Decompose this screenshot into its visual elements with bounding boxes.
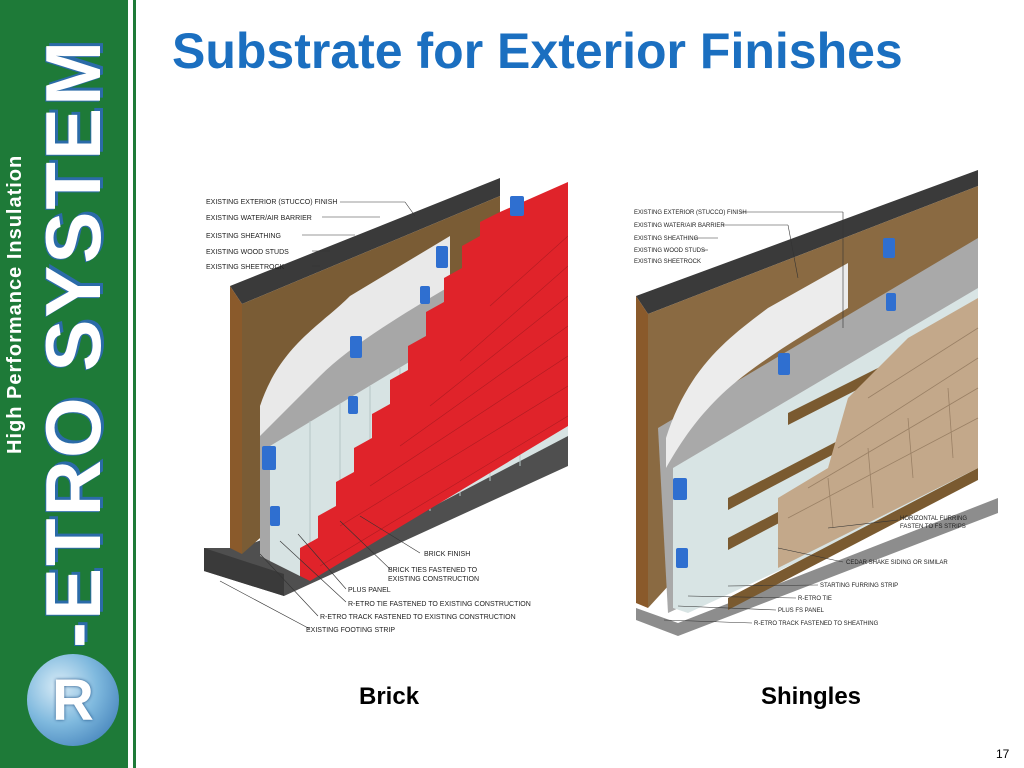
logo-word: -ETRO SYSTEM (29, 38, 117, 648)
callout-shingles-top-1: EXISTING EXTERIOR (STUCCO) FINISH (634, 210, 747, 216)
page-number: 17 (996, 747, 1010, 761)
callout-shingles-top-5: EXISTING SHEETROCK (634, 259, 701, 265)
water-air-barrier (666, 263, 848, 468)
callout-shingles-bottom-1: HORIZONTAL FURRING (900, 516, 967, 522)
callout-brick-bottom-6: R-ETRO TRACK FASTENED TO EXISTING CONSTR… (320, 614, 516, 621)
brick-caption: Brick (359, 683, 420, 710)
brick-finish (300, 182, 568, 581)
bottom-leaders (219, 515, 421, 630)
callout-shingles-bottom-5: R-ETRO TIE (798, 596, 832, 602)
brick-illustration: EXISTING EXTERIOR (STUCCO) FINISH EXISTI… (204, 178, 568, 634)
brick-diagram: EXISTING EXTERIOR (STUCCO) FINISH EXISTI… (200, 176, 568, 656)
globe-icon: R (27, 654, 119, 746)
logo-tagline: High Performance Insulation (4, 154, 26, 454)
footing-front (204, 548, 284, 596)
stud-edge (636, 296, 648, 608)
logo-wordmark: R -ETRO SYSTEM (27, 14, 119, 754)
cedar-shake-siding (778, 298, 978, 568)
callout-shingles-top-3: EXISTING SHEATHING (634, 236, 699, 242)
shingles-diagram: EXISTING EXTERIOR (STUCCO) FINISH EXISTI… (628, 168, 998, 638)
callout-brick-bottom-2: BRICK TIES FASTENED TO (388, 567, 478, 574)
slide-title: Substrate for Exterior Finishes (172, 23, 903, 79)
callout-brick-top-5: EXISTING SHEETROCK (206, 264, 285, 271)
callout-brick-top-2: EXISTING WATER/AIR BARRIER (206, 215, 312, 222)
stud-edge (230, 286, 242, 554)
brick-joints (319, 235, 568, 567)
callout-brick-bottom-7: EXISTING FOOTING STRIP (306, 627, 395, 634)
callout-brick-bottom-4: PLUS PANEL (348, 587, 391, 594)
retro-ties (673, 238, 896, 568)
callout-shingles-bottom-2: FASTEN TO FS STRIPS (900, 524, 966, 530)
callout-brick-bottom-5: R-ETRO TIE FASTENED TO EXISTING CONSTRUC… (348, 601, 531, 608)
top-plate (230, 178, 500, 304)
top-plate (636, 170, 978, 314)
callout-shingles-bottom-6: PLUS FS PANEL (778, 608, 825, 614)
callout-brick-bottom-1: BRICK FINISH (424, 551, 470, 558)
retro-ties (262, 196, 524, 526)
top-leaders (694, 211, 844, 328)
sidebar-green-band (0, 0, 128, 768)
logo-prefix: R (52, 667, 94, 733)
callout-brick-bottom-3: EXISTING CONSTRUCTION (388, 576, 479, 583)
callout-shingles-top-2: EXISTING WATER/AIR BARRIER (634, 223, 725, 229)
bottom-leaders (663, 519, 899, 624)
retro-system-logo: High Performance Insulation R -ETRO SYST… (4, 14, 124, 754)
callout-brick-top-4: EXISTING WOOD STUDS (206, 249, 289, 256)
sidebar-stripe (133, 0, 136, 768)
callout-shingles-bottom-4: STARTING FURRING STRIP (820, 583, 898, 589)
top-leaders (302, 201, 416, 267)
callout-shingles-bottom-7: R-ETRO TRACK FASTENED TO SHEATHING (754, 621, 879, 627)
brand-sidebar: High Performance Insulation R -ETRO SYST… (0, 0, 148, 768)
base-track (636, 498, 998, 636)
shingle-joints (787, 327, 979, 529)
callout-brick-top-3: EXISTING SHEATHING (206, 233, 281, 240)
callout-brick-top-1: EXISTING EXTERIOR (STUCCO) FINISH (206, 199, 337, 206)
callout-shingles-top-4: EXISTING WOOD STUDS (634, 248, 705, 254)
shingles-illustration: EXISTING EXTERIOR (STUCCO) FINISH EXISTI… (634, 170, 998, 636)
callout-shingles-bottom-3: CEDAR SHAKE SIDING OR SIMILAR (846, 560, 948, 566)
shingles-caption: Shingles (761, 683, 862, 710)
